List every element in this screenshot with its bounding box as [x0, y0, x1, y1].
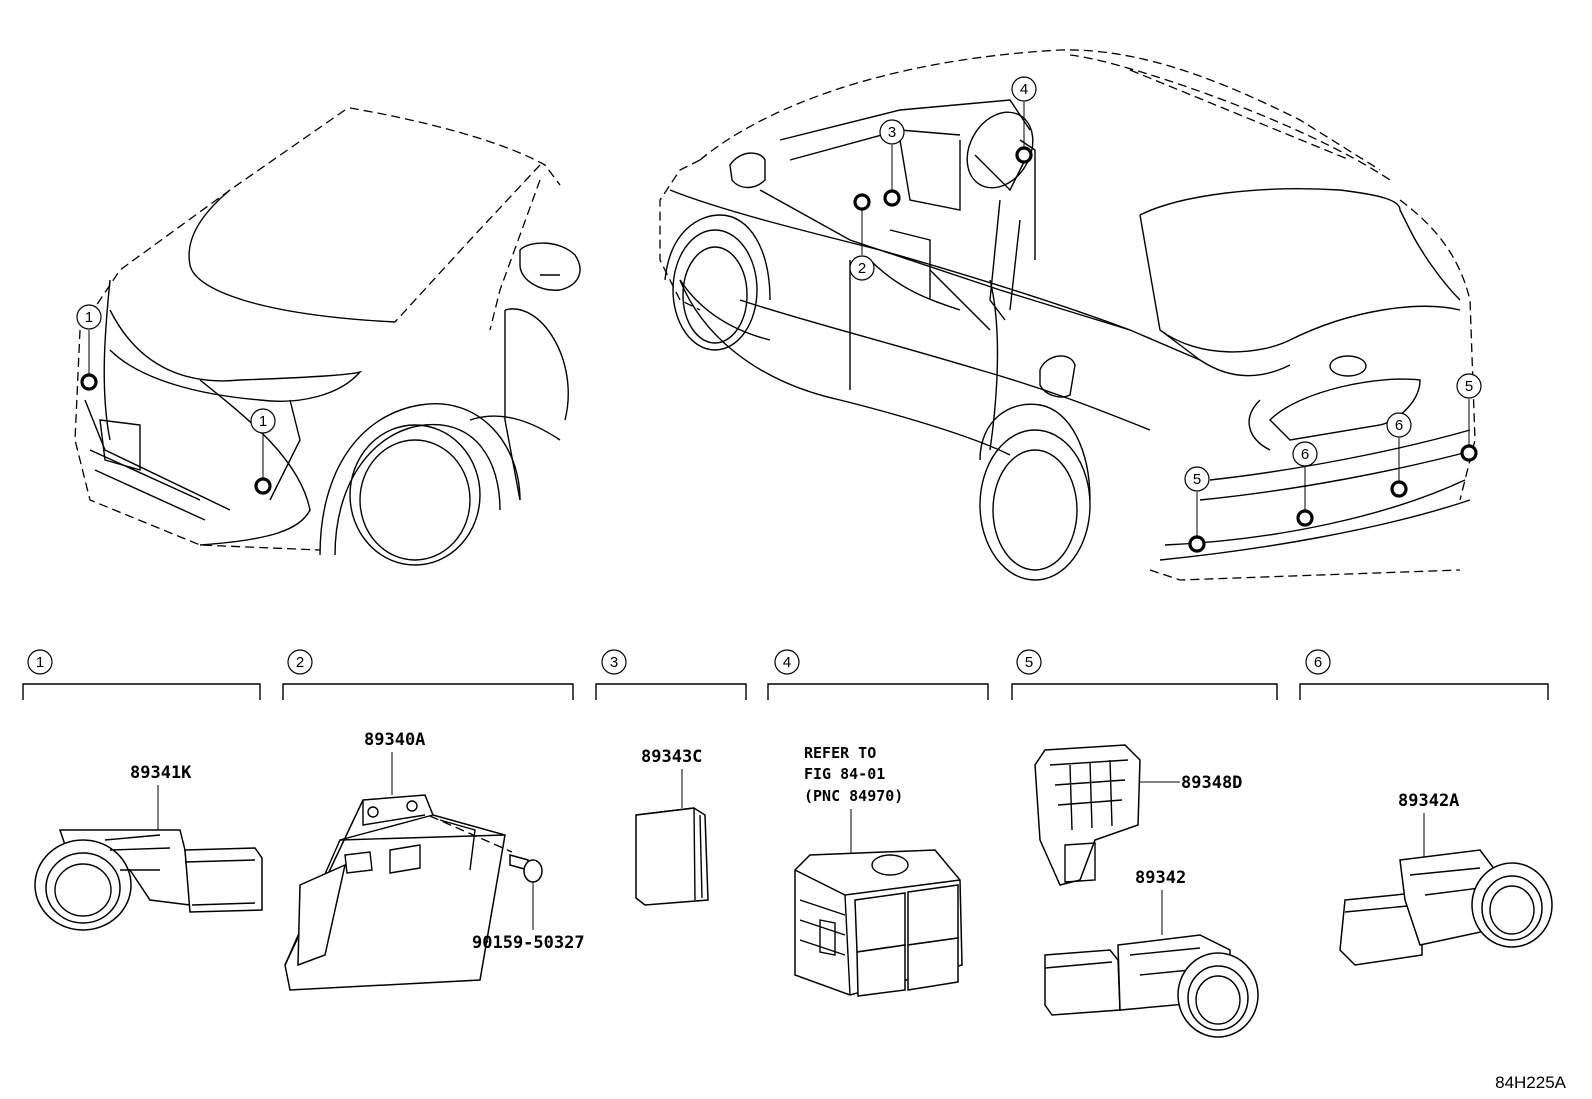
part-89343C-module: 89343C	[635, 747, 709, 906]
front-callout-1b: 1	[259, 413, 267, 430]
vehicle-front-view: 1 1	[74, 107, 581, 566]
part-89342-sensor: 89342	[1044, 868, 1259, 1038]
part-label-89340A: 89340A	[364, 730, 425, 750]
part-89348D-bracket: 89348D	[1034, 744, 1242, 886]
section-3-number: 3	[610, 654, 618, 671]
diagram-code: 84H225A	[1495, 1073, 1567, 1092]
part-label-89348D: 89348D	[1181, 773, 1242, 793]
rear-callout-5b: 5	[1465, 378, 1473, 395]
part-90159-50327-bolt: 90159-50327	[472, 854, 585, 953]
rear-callout-2: 2	[858, 260, 866, 277]
refer-line-3: (PNC 84970)	[804, 787, 903, 805]
rear-callout-4: 4	[1020, 81, 1028, 98]
part-label-90159-50327: 90159-50327	[472, 933, 585, 953]
section-6-number: 6	[1314, 654, 1322, 671]
section-5-number: 5	[1025, 654, 1033, 671]
rear-callout-3: 3	[888, 124, 896, 141]
section-headers: 1 2 3 4 5 6	[22, 649, 1549, 700]
vehicle-rear-view: 2 3 4 5 5 6 6	[659, 49, 1482, 581]
rear-callout-5a: 5	[1193, 471, 1201, 488]
refer-line-1: REFER TO	[804, 744, 876, 762]
rear-callout-6a: 6	[1301, 446, 1309, 463]
part-label-89341K: 89341K	[130, 763, 192, 783]
part-label-89342: 89342	[1135, 868, 1186, 888]
section-1-number: 1	[36, 654, 44, 671]
part-label-89342A: 89342A	[1398, 791, 1459, 811]
refer-line-2: FIG 84-01	[804, 765, 885, 783]
part-label-89343C: 89343C	[641, 747, 702, 767]
part-89341K-sensor: 89341K	[34, 763, 263, 931]
part-switch-assembly: REFER TO FIG 84-01 (PNC 84970)	[794, 744, 963, 997]
part-89342A-sensor: 89342A	[1339, 791, 1553, 966]
section-4-number: 4	[783, 654, 791, 671]
section-2-number: 2	[296, 654, 304, 671]
front-callout-1a: 1	[85, 309, 93, 326]
part-89340A-ecu: 89340A 90159-50327	[284, 730, 585, 991]
rear-callout-6b: 6	[1395, 417, 1403, 434]
